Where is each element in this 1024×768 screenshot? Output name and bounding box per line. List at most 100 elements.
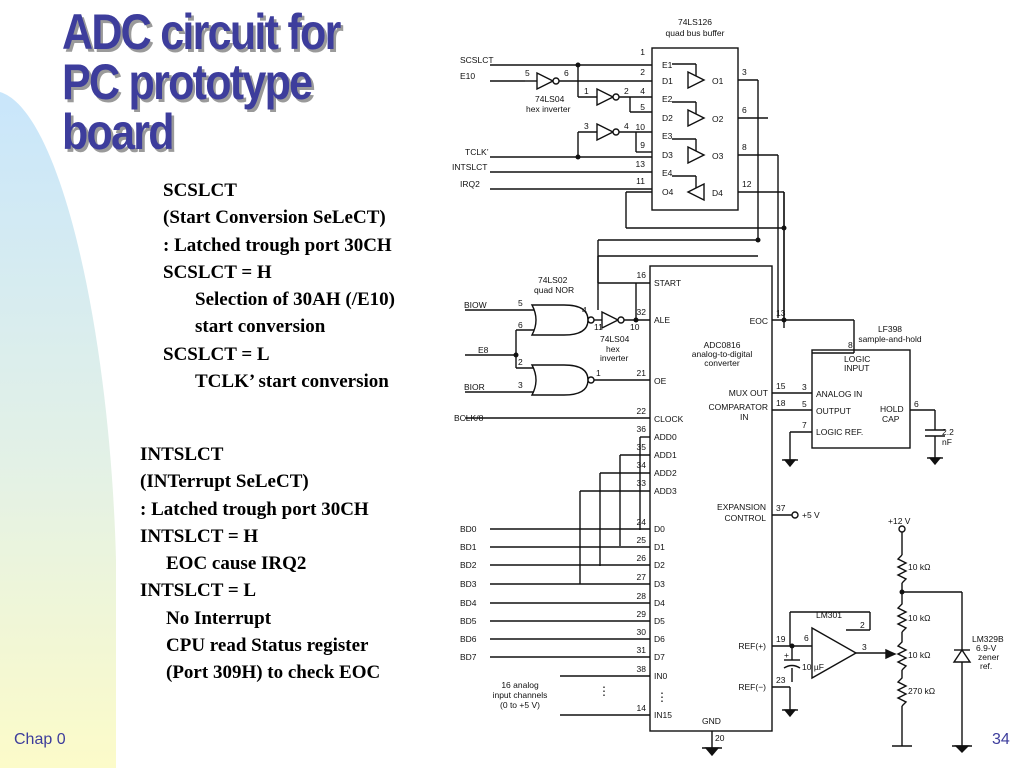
- input-label-bclk: BCLK/8: [454, 413, 484, 423]
- adc-schematic: 74LS126 quad bus buffer SCSLCT E10 TCLK’…: [452, 17, 1004, 757]
- pin-number: 11: [636, 176, 645, 186]
- pin-label: 6: [564, 68, 569, 78]
- adc-desc-label: converter: [704, 358, 740, 368]
- pin-number: 6: [742, 105, 747, 115]
- pin-number: 37: [776, 503, 786, 513]
- resistor-label: 10 kΩ: [908, 562, 930, 572]
- note-line: (INTerrupt SeLeCT): [140, 471, 309, 493]
- pin-name: CONTROL: [724, 513, 766, 523]
- pin-number: 32: [637, 307, 647, 317]
- pin-number: 5: [802, 399, 807, 409]
- cap-plus-label: +: [784, 650, 789, 660]
- note-line: (Port 309H) to check EOC: [166, 662, 381, 684]
- note-line: TCLK’ start conversion: [195, 371, 389, 393]
- bus-label: BD7: [460, 652, 477, 662]
- pin-name: E3: [662, 131, 673, 141]
- pin-name: D3: [654, 579, 665, 589]
- pin-label: 4: [582, 305, 587, 315]
- supply-label: +12 V: [888, 516, 911, 526]
- inverter-mid-desc: hex: [606, 344, 620, 354]
- cap-unit: nF: [942, 437, 952, 447]
- ellipsis-dots: ⋮: [598, 684, 610, 698]
- bus-label: BD3: [460, 579, 477, 589]
- pin-number: 22: [637, 406, 647, 416]
- adc-chip-body: [649, 265, 773, 732]
- pin-number: 1: [640, 47, 645, 57]
- lf398-desc-label: sample-and-hold: [858, 334, 922, 344]
- pin-label: 1: [596, 368, 601, 378]
- intslct-notes: INTSLCT (INTerrupt SeLeCT) : Latched tro…: [140, 441, 380, 687]
- note-line: SCSLCT = H: [163, 261, 272, 283]
- pin-number: 33: [637, 478, 647, 488]
- bus-label: BD1: [460, 542, 477, 552]
- pin-name: EOC: [750, 316, 768, 326]
- pin-number: 18: [776, 398, 786, 408]
- nor-desc-label: quad NOR: [534, 285, 574, 295]
- pin-name: D6: [654, 634, 665, 644]
- pin-name: D4: [712, 188, 723, 198]
- pin-name: MUX OUT: [729, 388, 768, 398]
- footer-chapter: Chap 0: [14, 731, 66, 748]
- zener-label: ref.: [980, 661, 992, 671]
- pin-number: 30: [637, 627, 647, 637]
- pin-name: D1: [654, 542, 665, 552]
- pin-number: 26: [637, 553, 647, 563]
- cap-value: 2.2: [942, 427, 954, 437]
- pin-name: D0: [654, 524, 665, 534]
- pin-name: CAP: [882, 414, 900, 424]
- pin-number: 36: [637, 424, 647, 434]
- pin-label: 4: [624, 121, 629, 131]
- buffer-left-pins: 1 E1 2 D1 4 E2 5 D2 10 E3 9 D3 13 E4 11 …: [636, 47, 674, 197]
- pin-name: O3: [712, 151, 724, 161]
- background-curve-decoration: [0, 92, 116, 768]
- resistor-label: 270 kΩ: [908, 686, 935, 696]
- inverter-mid-part: 74LS04: [600, 334, 630, 344]
- input-label-tclk: TCLK’: [465, 147, 489, 157]
- note-line: No Interrupt: [166, 607, 272, 629]
- inverter-part-label: 74LS04: [535, 94, 565, 104]
- note-line: Selection of 30AH (/E10): [195, 289, 396, 311]
- analog-inputs-label: (0 to +5 V): [500, 700, 540, 710]
- inverter-desc-label: hex inverter: [526, 104, 571, 114]
- pin-name: E4: [662, 168, 673, 178]
- buffer-part-label: 74LS126: [678, 17, 712, 27]
- pin-name: OUTPUT: [816, 406, 851, 416]
- pin-label: 2: [518, 357, 523, 367]
- pin-name: OE: [654, 376, 667, 386]
- analog-inputs-label: input channels: [493, 690, 548, 700]
- pin-number: 23: [776, 675, 786, 685]
- zener-label: LM329B: [972, 634, 1004, 644]
- pin-number: 14: [637, 703, 647, 713]
- pin-number: 12: [742, 179, 752, 189]
- pin-label: 6: [804, 633, 809, 643]
- pin-label: 2: [860, 620, 865, 630]
- pin-label: 10: [630, 322, 640, 332]
- pin-number: 21: [637, 368, 647, 378]
- note-line: SCSLCT: [163, 180, 237, 201]
- input-label-e8: E8: [478, 345, 489, 355]
- pin-number: 13: [636, 159, 646, 169]
- bus-label: BD4: [460, 598, 477, 608]
- pin-number: 27: [637, 572, 647, 582]
- pin-name: O1: [712, 76, 724, 86]
- pin-name: LOGIC REF.: [816, 427, 863, 437]
- adc-right-pins: 13 EOC 15 MUX OUT 18 COMPARATOR IN 37 EX…: [708, 308, 785, 692]
- pin-name: EXPANSION: [717, 502, 766, 512]
- pin-name: GND: [702, 716, 721, 726]
- pin-number: 9: [640, 140, 645, 150]
- note-line: start conversion: [195, 316, 326, 338]
- input-label-bior: BIOR: [464, 382, 485, 392]
- pin-name: LOGIC: [844, 354, 870, 364]
- input-label-biow: BIOW: [464, 300, 487, 310]
- pin-name: ADD2: [654, 468, 677, 478]
- pin-label: 1: [584, 86, 589, 96]
- pin-label: 5: [518, 298, 523, 308]
- pin-name: D4: [654, 598, 665, 608]
- buffer-chip-body: [651, 47, 739, 211]
- pin-number: 3: [802, 382, 807, 392]
- pin-label: 5: [525, 68, 530, 78]
- pin-name: COMPARATOR: [708, 402, 768, 412]
- pin-number: 25: [637, 535, 647, 545]
- pin-name: O4: [662, 187, 674, 197]
